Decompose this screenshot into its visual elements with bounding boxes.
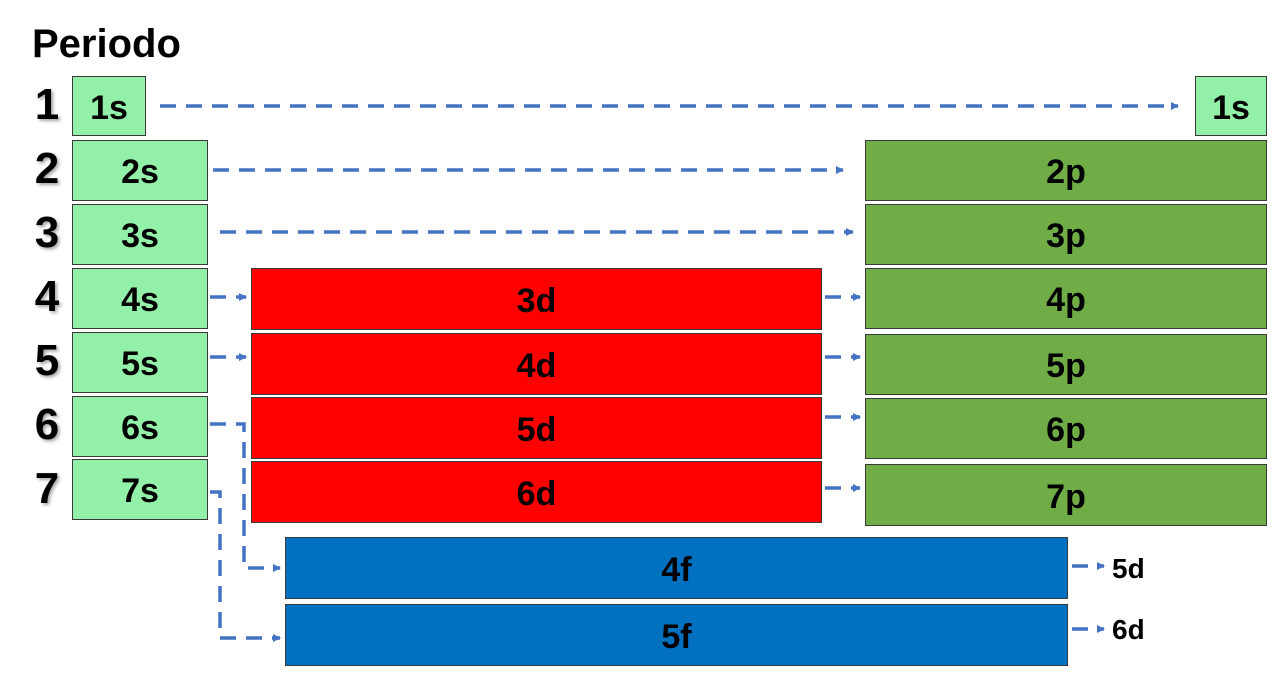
arrow-6s-to-4f bbox=[210, 422, 281, 572]
period-number-7: 7 bbox=[34, 464, 60, 513]
s-block-label: 5s bbox=[121, 345, 159, 383]
p-block-label: 7p bbox=[1046, 477, 1086, 516]
page-title: Periodo bbox=[32, 22, 181, 66]
d-block-5d: 5d bbox=[251, 397, 822, 459]
p-block-label: 5p bbox=[1046, 347, 1086, 385]
p-block-7p: 7p bbox=[865, 464, 1267, 526]
f-next-label-6d: 6d bbox=[1112, 614, 1145, 645]
d-block-label: 3d bbox=[516, 281, 557, 320]
f-block-label: 4f bbox=[661, 550, 692, 589]
period-number-4: 4 bbox=[34, 272, 60, 321]
d-block-6d: 6d bbox=[251, 461, 822, 523]
s-block-label: 1s bbox=[90, 88, 128, 127]
p-block-5p: 5p bbox=[865, 334, 1267, 395]
period-number-6: 6 bbox=[34, 400, 60, 449]
d-block-label: 5d bbox=[516, 410, 557, 449]
arrow-7s-to-5f bbox=[210, 490, 281, 642]
d-block-label: 6d bbox=[516, 474, 557, 513]
s-block-7s: 7s bbox=[72, 459, 208, 520]
p-block-4p: 4p bbox=[865, 268, 1267, 329]
s-block-4s: 4s bbox=[72, 268, 208, 329]
period-number-5: 5 bbox=[34, 336, 60, 385]
p-block-3p: 3p bbox=[865, 204, 1267, 265]
d-block-4d: 4d bbox=[251, 333, 822, 395]
period-number-1: 1 bbox=[34, 80, 60, 129]
d-block-label: 4d bbox=[516, 346, 557, 385]
d-block-3d: 3d bbox=[251, 268, 822, 330]
s-block-1s: 1s bbox=[72, 76, 146, 136]
period-number-2: 2 bbox=[34, 144, 60, 193]
p-block-6p: 6p bbox=[865, 398, 1267, 459]
end-block-label: 1s bbox=[1212, 88, 1250, 127]
f-block-5f: 5f bbox=[285, 604, 1068, 666]
end-block-1s: 1s bbox=[1195, 76, 1267, 136]
period-number-3: 3 bbox=[34, 208, 60, 257]
f-block-label: 5f bbox=[661, 617, 692, 656]
s-block-label: 7s bbox=[121, 472, 159, 510]
s-block-label: 4s bbox=[121, 281, 159, 319]
s-block-label: 6s bbox=[121, 409, 159, 447]
p-block-label: 3p bbox=[1046, 217, 1086, 255]
p-block-label: 2p bbox=[1046, 153, 1086, 191]
p-block-2p: 2p bbox=[865, 140, 1267, 201]
s-block-6s: 6s bbox=[72, 396, 208, 457]
s-block-label: 2s bbox=[121, 153, 159, 191]
p-block-label: 4p bbox=[1046, 281, 1086, 319]
f-block-4f: 4f bbox=[285, 537, 1068, 599]
f-next-label-5d: 5d bbox=[1112, 553, 1145, 584]
s-block-3s: 3s bbox=[72, 204, 208, 265]
s-block-label: 3s bbox=[121, 217, 159, 255]
p-block-label: 6p bbox=[1046, 411, 1086, 449]
s-block-5s: 5s bbox=[72, 332, 208, 393]
s-block-2s: 2s bbox=[72, 140, 208, 201]
